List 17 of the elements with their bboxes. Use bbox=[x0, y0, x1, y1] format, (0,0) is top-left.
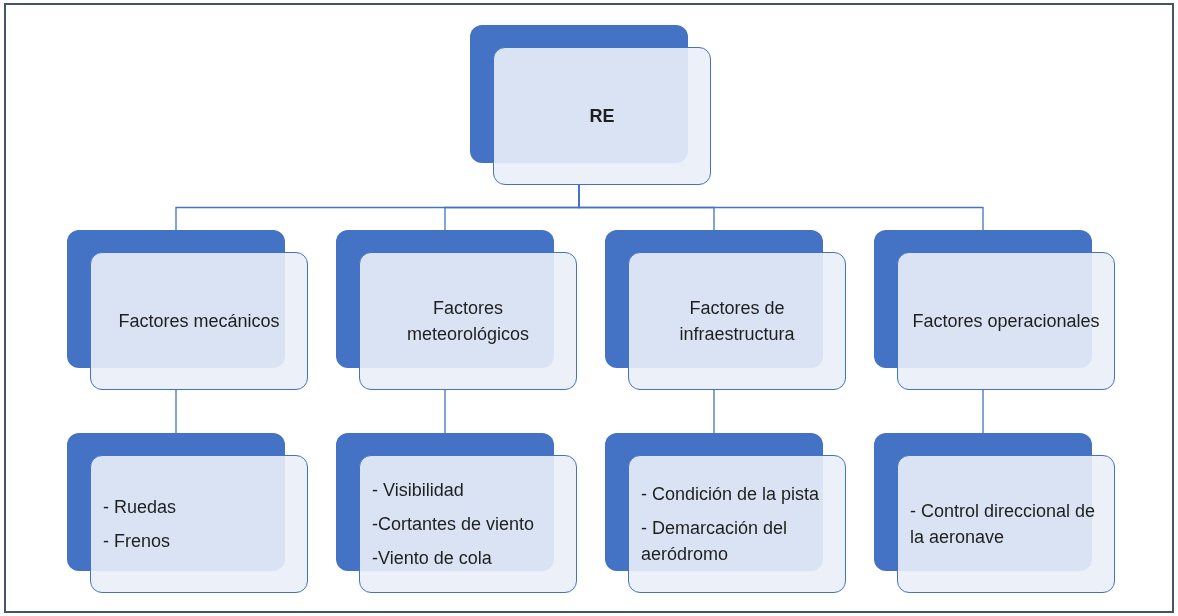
item-text: -Viento de cola bbox=[372, 547, 492, 570]
category-label: Factores operacionales bbox=[912, 310, 1100, 333]
item-text: - Control direccional de la aeronave bbox=[910, 500, 1097, 549]
category-label: Factores meteorológicos bbox=[405, 297, 531, 346]
item-text: - Visibilidad bbox=[372, 479, 464, 502]
item-text: - Ruedas bbox=[103, 496, 177, 519]
connector-line bbox=[175, 389, 177, 434]
item-text: - Condición de la pista bbox=[641, 483, 820, 506]
item-text: - Frenos bbox=[103, 530, 171, 553]
item-text: - Demarcación del aeródromo bbox=[641, 517, 789, 566]
category-label: Factores de infraestructura bbox=[678, 297, 796, 346]
connector-line bbox=[713, 389, 715, 434]
category-label: Factores mecánicos bbox=[118, 310, 280, 333]
connector-line bbox=[444, 389, 446, 434]
item-text: -Cortantes de viento bbox=[372, 513, 535, 536]
root-label: RE bbox=[589, 105, 615, 128]
connector-line bbox=[982, 389, 984, 434]
